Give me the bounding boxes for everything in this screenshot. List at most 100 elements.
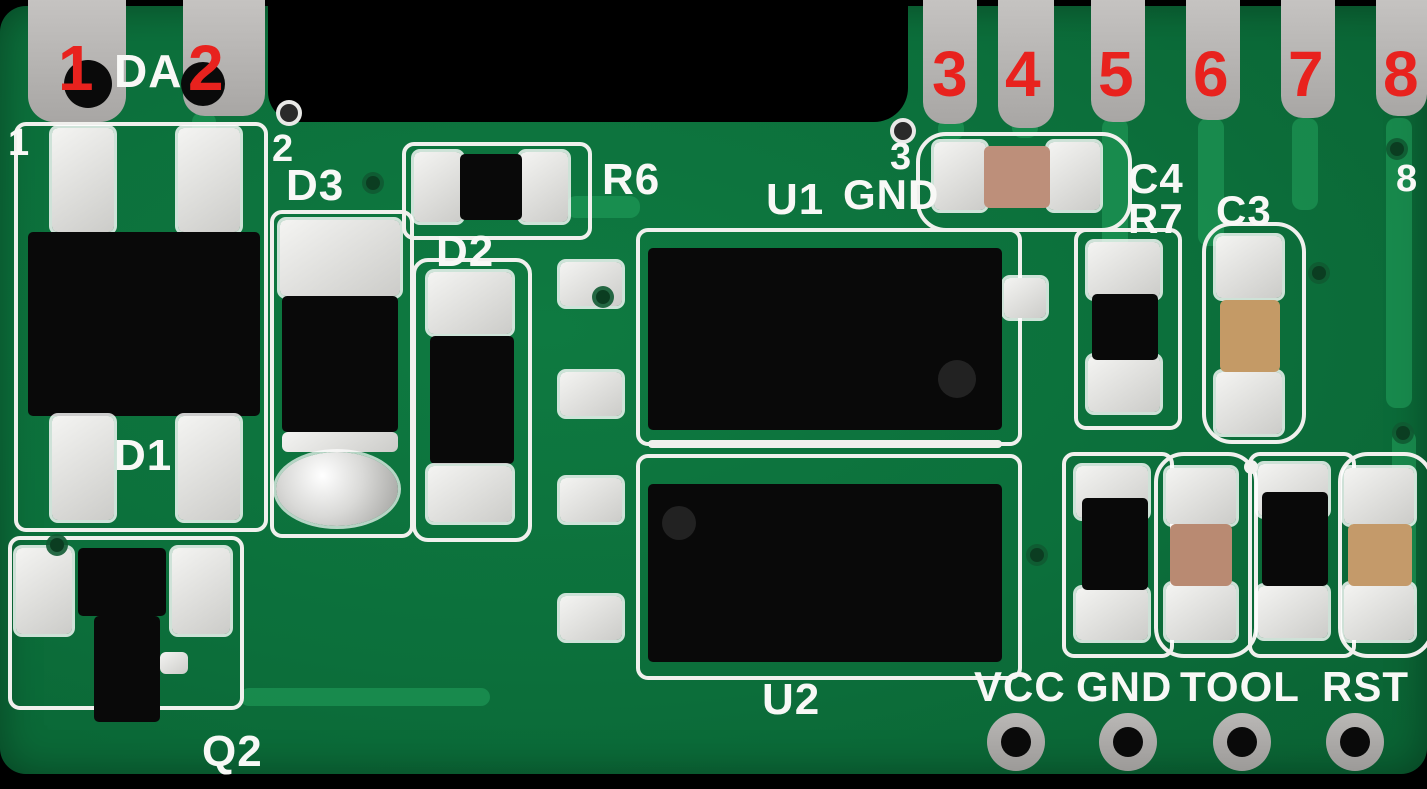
via (1030, 548, 1044, 562)
silkscreen-outline-c4 (916, 132, 1132, 232)
via (1396, 426, 1410, 440)
silkscreen-label-r7: R7 (1128, 195, 1184, 242)
solder-pad (1166, 584, 1236, 640)
component-body-u1 (648, 248, 1002, 430)
red-pin-number-2: 2 (188, 32, 224, 104)
red-pin-number-1: 1 (58, 32, 94, 104)
via (596, 290, 610, 304)
component-body-passive (1262, 492, 1328, 586)
notch-hole (280, 104, 298, 122)
board-notch (268, 0, 908, 122)
component-body-passive (1082, 498, 1148, 590)
via (50, 538, 64, 552)
solder-pad (1216, 372, 1282, 434)
solder-pad (428, 272, 512, 334)
castellated-pad-8 (1376, 0, 1427, 116)
solder-pad (1088, 356, 1160, 412)
solder-pad (1344, 584, 1414, 640)
silkscreen-label-d1: D1 (114, 431, 173, 480)
red-pin-number-6: 6 (1193, 38, 1229, 110)
silkscreen-divider (648, 440, 1002, 448)
solder-pad (16, 548, 72, 634)
silkscreen-label-u2: U2 (762, 675, 821, 724)
silkscreen-label-d3: D3 (286, 161, 345, 210)
silkscreen-dot (1244, 460, 1258, 474)
through-hole-drill (1340, 727, 1370, 757)
capacitor-body-c3 (1220, 300, 1280, 372)
header-pin-label-rst: RST (1322, 663, 1409, 710)
white-pin-number-1: 1 (8, 122, 31, 164)
silkscreen-label-c4: C4 (1128, 155, 1184, 202)
silkscreen-outline-d1 (14, 122, 268, 532)
solder-pad (1004, 278, 1046, 318)
component-body-r6 (460, 154, 522, 220)
header-pin-label-vcc: VCC (974, 663, 1066, 710)
component-body-d1 (28, 232, 260, 416)
solder-pad (282, 432, 398, 452)
solder-pad (178, 128, 240, 232)
solder-pad (934, 142, 986, 210)
component-body-q2-tab (94, 616, 160, 722)
component-body-d2 (430, 336, 514, 464)
red-pin-number-3: 3 (932, 38, 968, 110)
pad-hole (181, 62, 225, 106)
white-pin-number-2: 2 (272, 128, 295, 170)
solder-pad (160, 652, 188, 674)
silkscreen-outline-d2 (412, 258, 532, 542)
copper-trace (1292, 118, 1318, 210)
castellated-pad-7 (1281, 0, 1335, 118)
white-pin-number-3: 3 (890, 136, 913, 178)
solder-pad (1258, 586, 1328, 638)
silkscreen-label-da: DA (114, 45, 183, 97)
through-hole-drill (1001, 727, 1031, 757)
notch-hole (894, 122, 912, 140)
via (1390, 142, 1404, 156)
solder-pad (428, 466, 512, 522)
via (366, 176, 380, 190)
component-body-d3 (282, 296, 398, 432)
capacitor-body-c4 (984, 146, 1050, 208)
solder-pad (52, 416, 114, 520)
ic-pin1-dot (938, 360, 976, 398)
header-pin-label-tool: TOOL (1180, 663, 1300, 710)
solder-pad (1216, 236, 1282, 298)
component-body-u2 (648, 484, 1002, 662)
through-hole-drill (1227, 727, 1257, 757)
solder-pad (1344, 468, 1414, 524)
solder-pad (1076, 588, 1148, 640)
solder-pad (560, 262, 622, 306)
castellated-pad-4 (998, 0, 1054, 128)
solder-pad (178, 416, 240, 520)
silkscreen-label-gnd-top: GND (843, 171, 940, 218)
via (1312, 266, 1326, 280)
solder-pad (520, 152, 568, 222)
silkscreen-outline-passive (1338, 452, 1427, 658)
white-pin-number-8: 8 (1396, 158, 1419, 200)
solder-pad (280, 220, 400, 296)
solder-pad (560, 478, 622, 522)
silkscreen-outline-u2 (636, 454, 1022, 680)
capacitor-body-passive (1170, 524, 1232, 586)
red-pin-number-5: 5 (1098, 38, 1134, 110)
silkscreen-label-d2: D2 (436, 227, 495, 276)
red-pin-number-7: 7 (1288, 38, 1324, 110)
silkscreen-outline-r7 (1074, 228, 1182, 430)
solder-pad (172, 548, 230, 634)
silkscreen-outline-passive (1154, 452, 1258, 658)
castellated-pad-5 (1091, 0, 1145, 122)
through-hole-drill (1113, 727, 1143, 757)
silkscreen-label-u1: U1 (766, 175, 825, 224)
silkscreen-label-r6: R6 (602, 155, 661, 204)
solder-blob (276, 452, 398, 526)
solder-pad (52, 128, 114, 232)
pad-hole (64, 60, 112, 108)
castellated-pad-3 (923, 0, 977, 124)
silkscreen-label-c3: C3 (1216, 187, 1272, 234)
red-pin-number-4: 4 (1005, 38, 1041, 110)
silkscreen-outline-c3 (1202, 222, 1306, 444)
component-body-r7 (1092, 294, 1158, 360)
silkscreen-outline-r6 (402, 142, 592, 240)
solder-pad (1088, 242, 1160, 298)
solder-pad (560, 372, 622, 416)
